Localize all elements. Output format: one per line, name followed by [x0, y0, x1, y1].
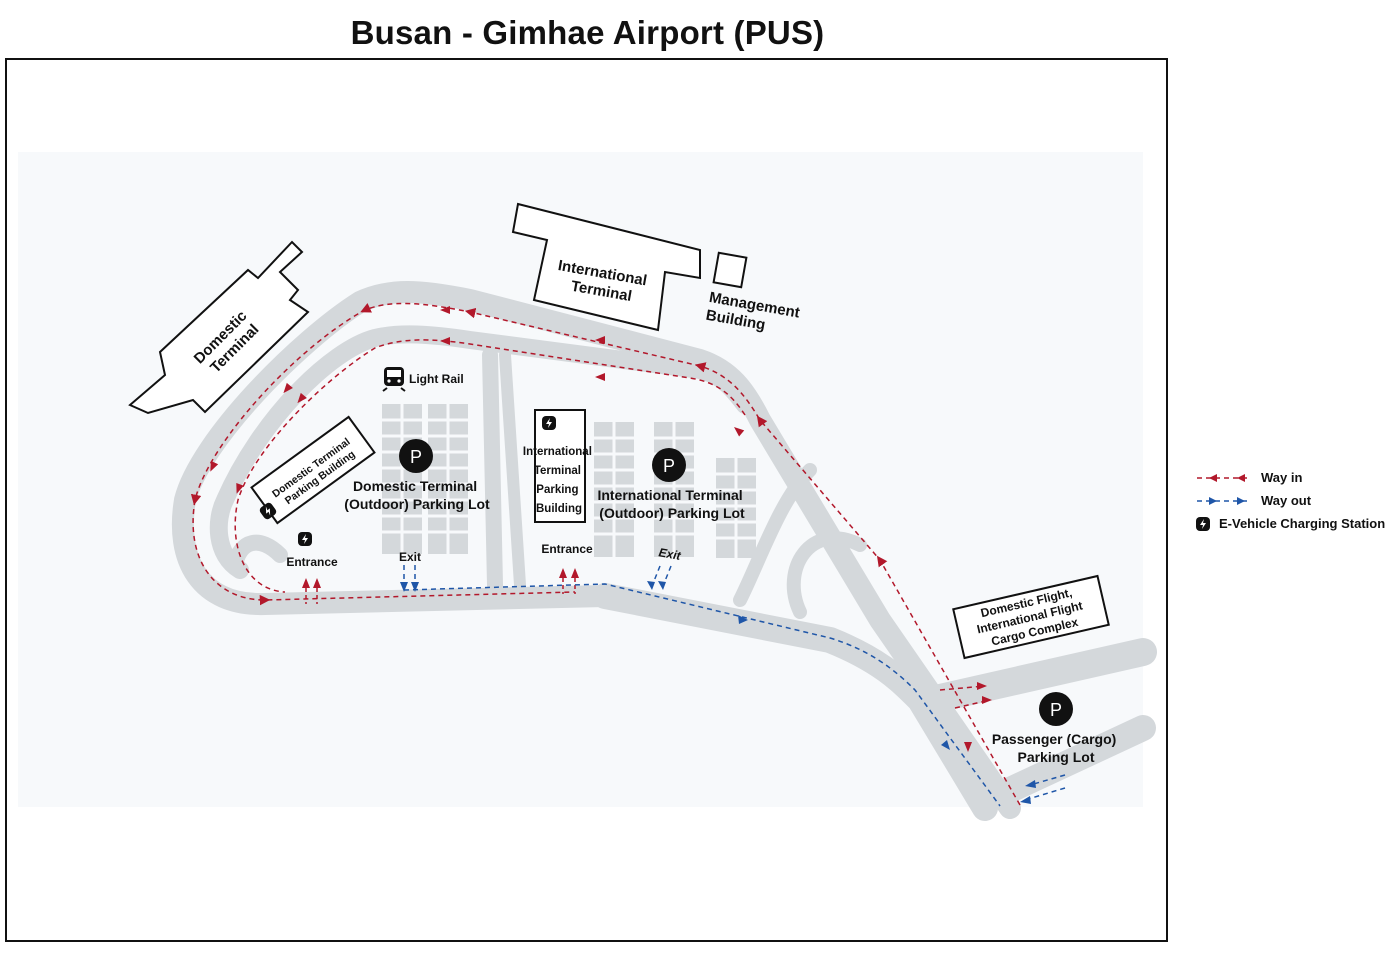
- legend-ev-label: E-Vehicle Charging Station: [1219, 516, 1386, 531]
- svg-text:P: P: [663, 456, 675, 476]
- svg-text:P: P: [1050, 700, 1062, 720]
- way-in-arrows: [210, 306, 992, 752]
- ev-charging-icon: [1196, 516, 1210, 531]
- exit-label-international: Exit: [658, 545, 683, 563]
- legend-way-out-label: Way out: [1261, 493, 1312, 508]
- entrance-label-international: Entrance: [541, 542, 593, 556]
- svg-text:P: P: [410, 447, 422, 467]
- domestic-parking-lot-label: Domestic Terminal (Outdoor) Parking Lot: [344, 478, 490, 512]
- exit-label-domestic: Exit: [399, 550, 421, 564]
- legend-ev: E-Vehicle Charging Station: [1195, 512, 1385, 535]
- ev-charging-icon: [542, 416, 556, 430]
- parking-icon: P: [1039, 692, 1073, 726]
- parking-icon: P: [652, 448, 686, 482]
- ev-charging-icon: [259, 502, 277, 520]
- parking-icon: P: [399, 439, 433, 473]
- map-frame: [5, 58, 1168, 942]
- cargo-parking-lot-label: Passenger (Cargo) Parking Lot: [992, 731, 1120, 765]
- ev-charging-icon: [298, 532, 312, 546]
- management-building: [712, 251, 748, 289]
- international-parking-lot-label: International Terminal (Outdoor) Parking…: [597, 487, 746, 521]
- way-out-arrows: [400, 581, 1036, 804]
- entrance-lines: [305, 578, 576, 604]
- page-title: Busan - Gimhae Airport (PUS): [350, 14, 825, 51]
- legend: Way in Way out E-Vehicle Charging Statio…: [1195, 466, 1385, 535]
- way-in-swatch: [1197, 473, 1251, 482]
- legend-way-in: Way in: [1195, 466, 1385, 489]
- ev-charging-icons: [259, 416, 556, 546]
- entrance-label-domestic: Entrance: [286, 555, 338, 569]
- parking-icons: P P P: [399, 439, 1073, 726]
- legend-way-out: Way out: [1195, 489, 1385, 512]
- cargo-complex-building: [952, 574, 1110, 660]
- train-icon: [382, 367, 406, 392]
- light-rail-label: Light Rail: [409, 372, 464, 386]
- legend-way-in-label: Way in: [1261, 470, 1303, 485]
- international-parking-building-label: International Terminal Parking Building: [523, 446, 595, 515]
- way-out-swatch: [1197, 496, 1251, 505]
